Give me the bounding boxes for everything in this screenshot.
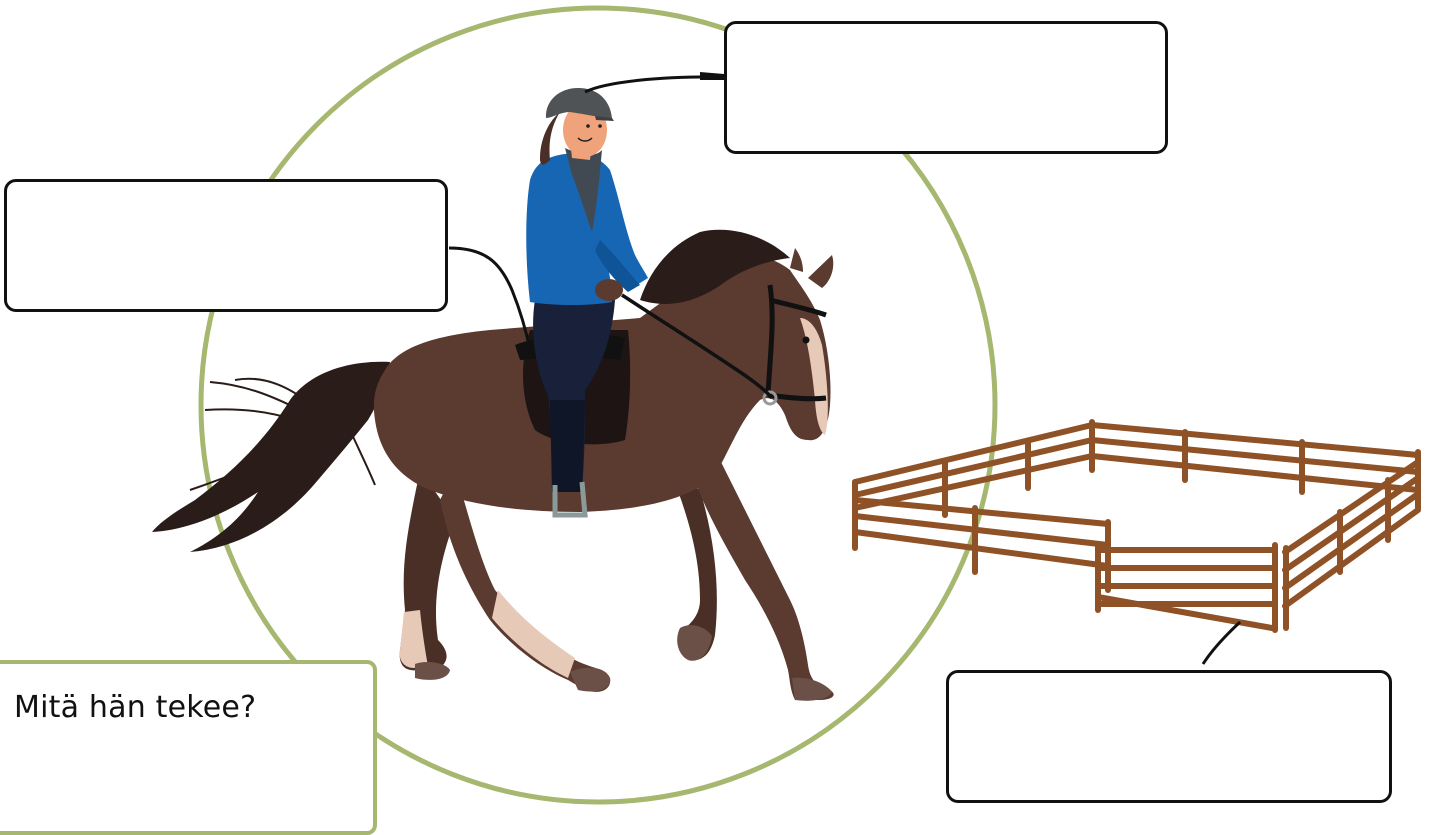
horse-blaze [800, 318, 828, 435]
paddock-fence [852, 419, 1421, 633]
background-circle [198, 5, 998, 805]
question-box[interactable]: Mitä hän tekee? [0, 660, 377, 835]
stirrup [552, 481, 588, 518]
horse-illustration [152, 229, 834, 701]
label-box-helmet[interactable] [724, 21, 1168, 154]
fence-pointer-line [1201, 620, 1242, 665]
rider-illustration [526, 88, 774, 518]
horse-tail [152, 361, 390, 552]
rider-hand [595, 279, 623, 301]
saddle-pointer-line [448, 246, 532, 351]
reins [621, 293, 774, 400]
horse-front-leg-right [695, 460, 834, 700]
question-text: Mitä hän tekee? [14, 690, 257, 725]
rider-scarf [565, 148, 602, 232]
label-box-saddle[interactable] [4, 179, 448, 312]
horse-front-leg-left [670, 470, 717, 661]
rider-helmet [545, 88, 612, 118]
label-box-fence[interactable] [946, 670, 1392, 803]
horse-mane [640, 229, 790, 304]
